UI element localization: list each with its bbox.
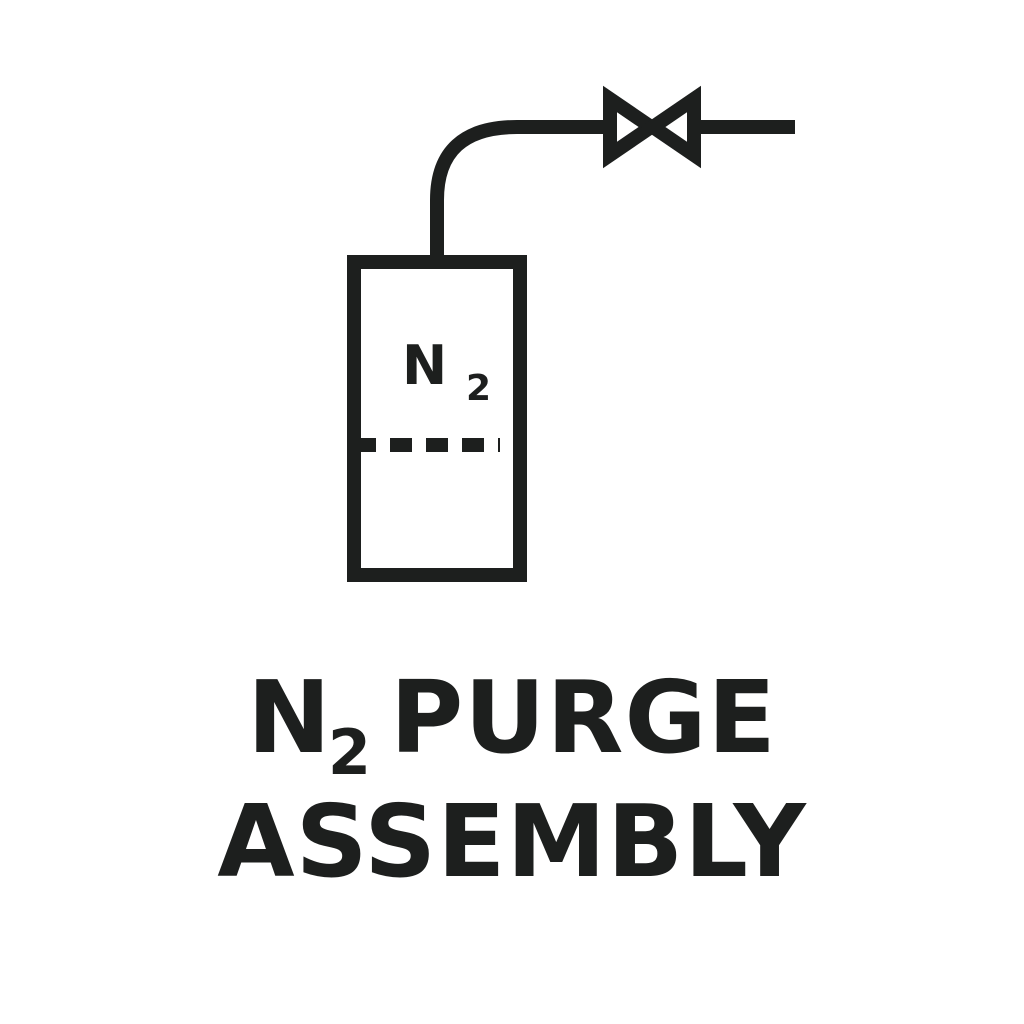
tank-label-main: N [402,334,447,397]
gate-valve-icon [603,85,701,169]
caption-purge: PURGE [389,659,777,776]
caption-subscript: 2 [327,716,372,789]
gas-cylinder-icon: N 2 [347,255,527,582]
caption-n: N [247,659,332,776]
tank-body [347,255,527,582]
caption-title-line-2: ASSEMBLY [217,783,807,900]
tank-label: N 2 [402,334,491,409]
tank-label-sub: 2 [466,368,491,409]
supply-pipe [430,120,610,258]
